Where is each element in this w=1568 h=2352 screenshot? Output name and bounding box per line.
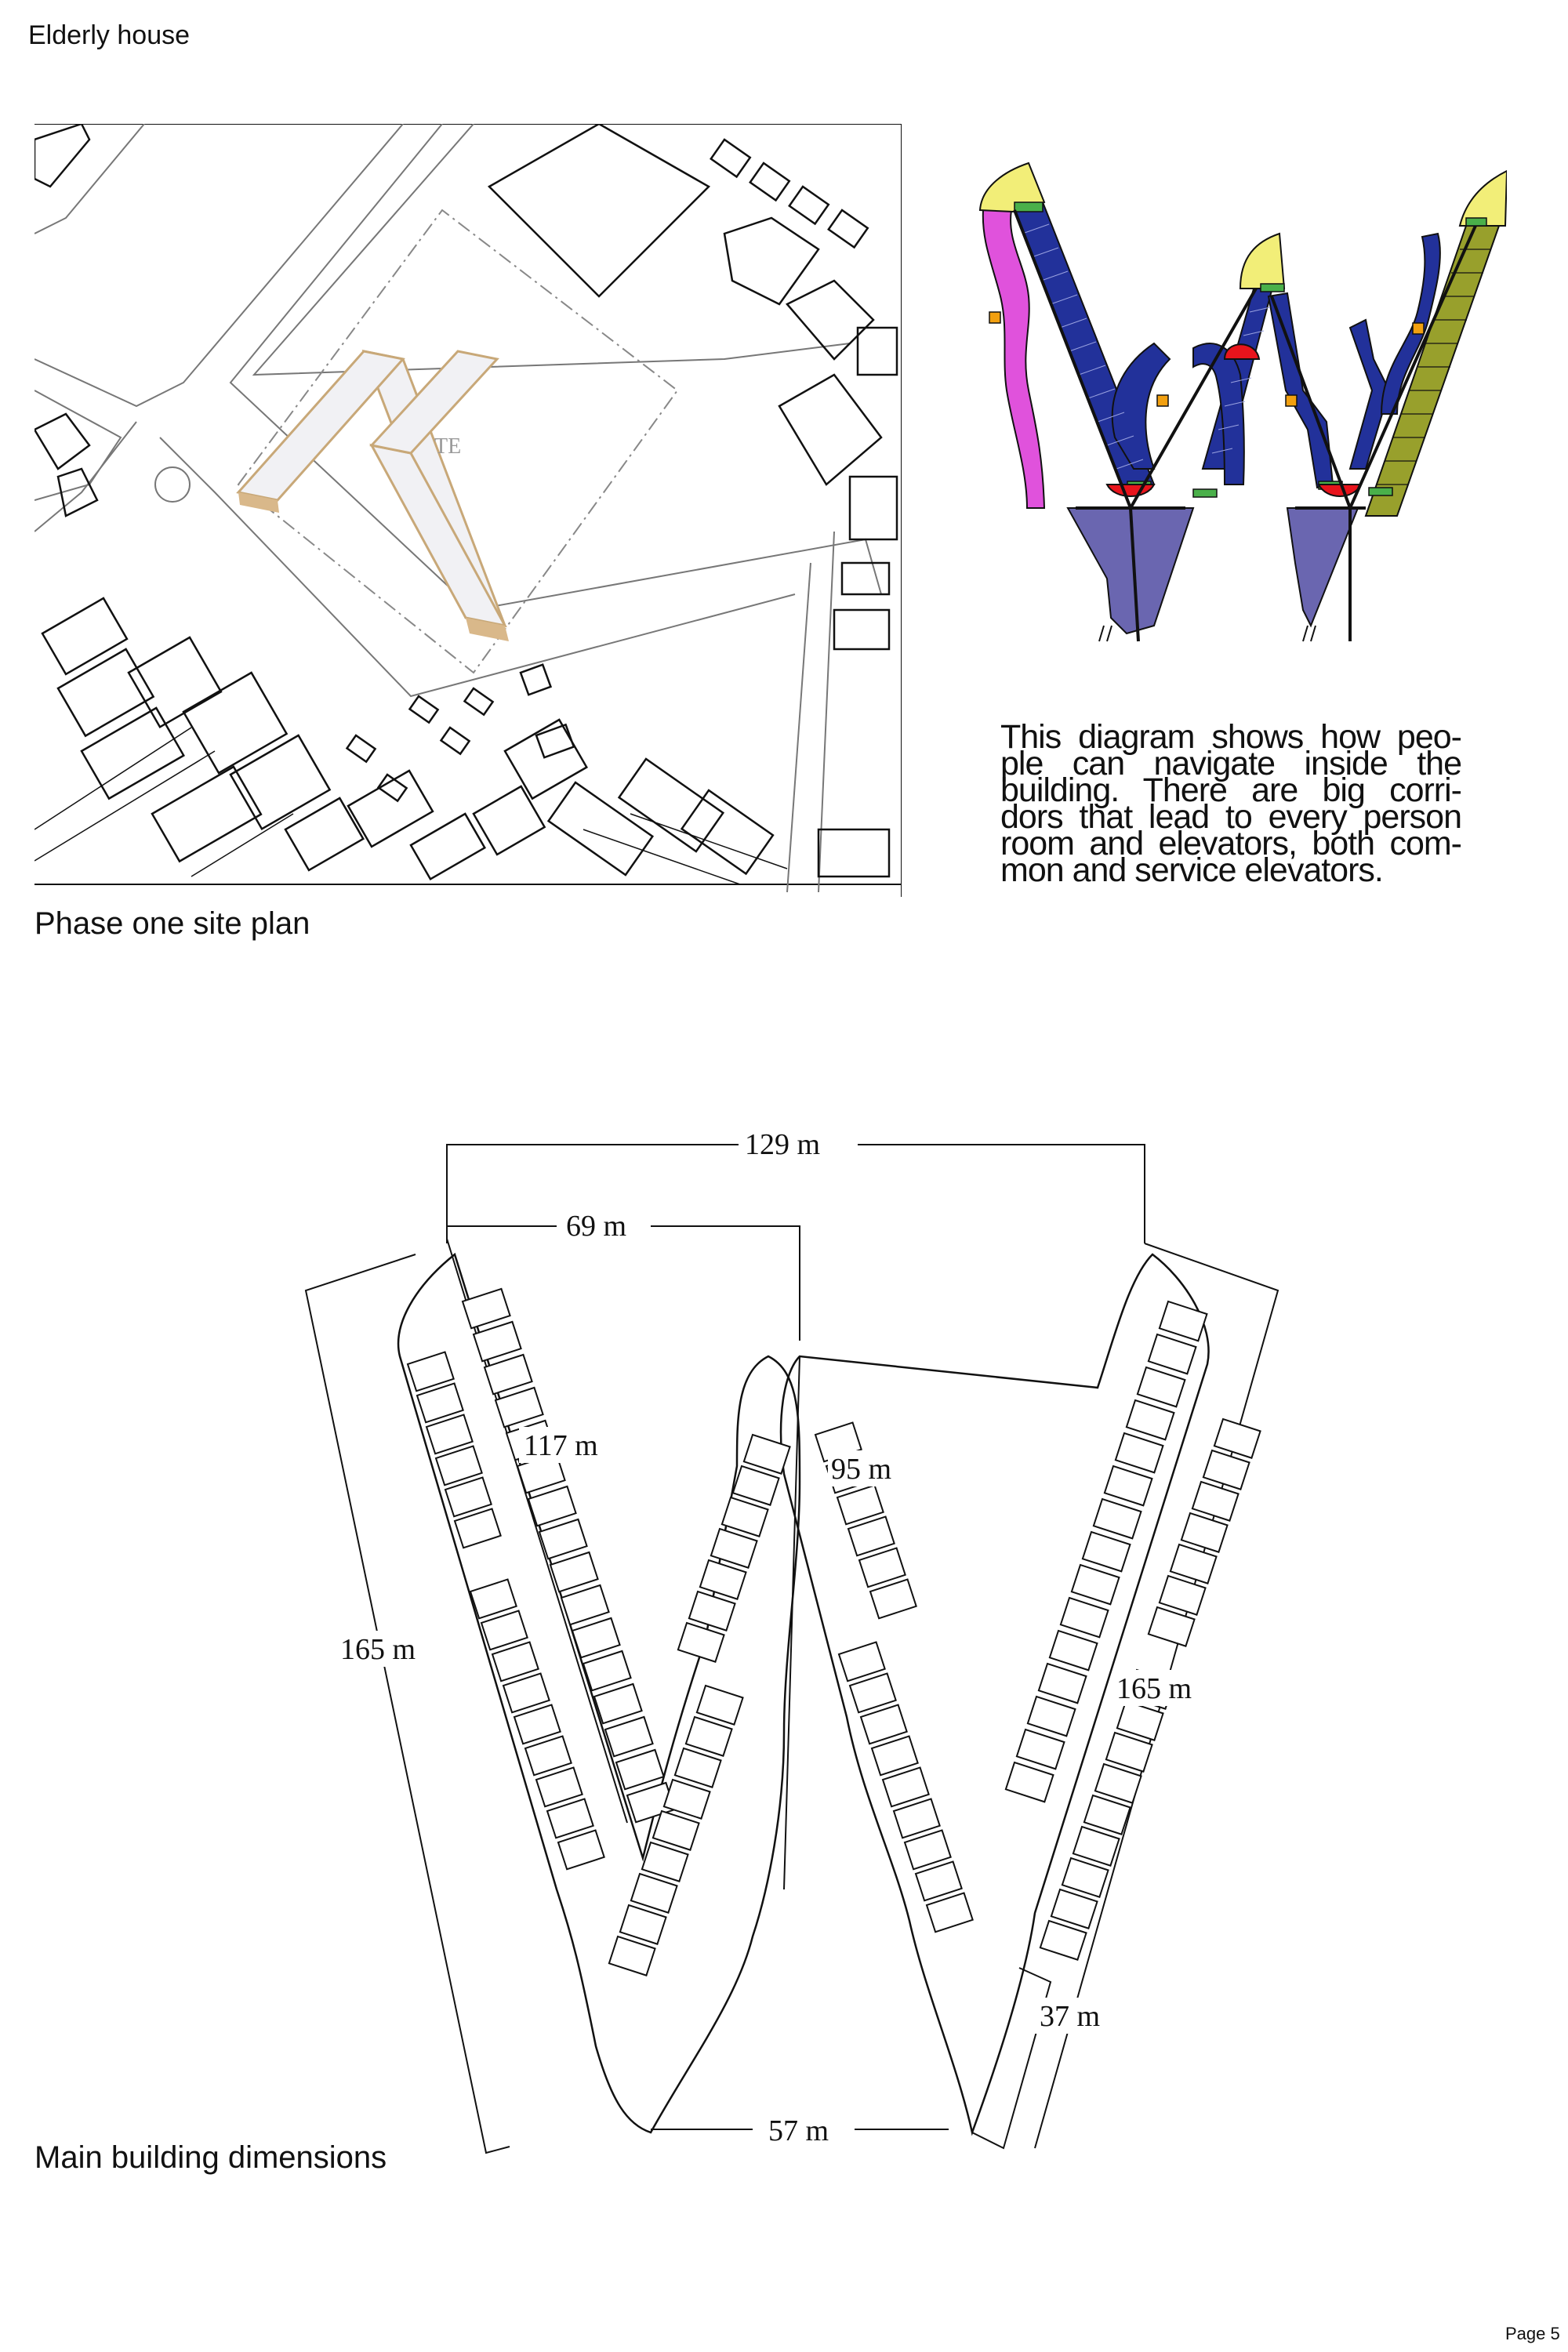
- room-strip-4: [1267, 292, 1334, 489]
- room-strip-2: [1111, 342, 1171, 470]
- magenta-corridor: [982, 209, 1046, 509]
- room-strip-6: [1348, 318, 1391, 470]
- room-rows: [406, 1287, 1261, 1976]
- dim-95: 95 m: [831, 1453, 891, 1486]
- building-dimensions-drawing: 129 m 69 m 117 m 95 m 165 m 165 m 57 m 3…: [304, 1126, 1279, 2154]
- site-plan-faint-label: TE: [434, 434, 461, 459]
- elevator-1: [1105, 484, 1156, 497]
- dim-165-right: 165 m: [1116, 1672, 1192, 1705]
- navigation-description: This diagram shows how peo- ple can navi…: [1000, 718, 1462, 889]
- lobby-1: [978, 162, 1046, 213]
- room-strip-7: [1380, 232, 1441, 415]
- dimensions-caption: Main building dimensions: [34, 2140, 387, 2175]
- document-title: Elderly house: [28, 20, 191, 50]
- right-lobby-hall: [1286, 507, 1359, 628]
- elevator-2: [1223, 343, 1261, 360]
- dim-57: 57 m: [768, 2114, 829, 2147]
- navigation-diagram: [978, 162, 1507, 642]
- dim-117: 117 m: [524, 1429, 598, 1462]
- dim-69: 69 m: [566, 1210, 626, 1243]
- dim-37: 37 m: [1040, 2000, 1100, 2033]
- page-number: Page 5: [1505, 2324, 1560, 2343]
- dim-129: 129 m: [745, 1128, 820, 1161]
- dim-165-left: 165 m: [340, 1633, 416, 1666]
- site-plan-caption: Phase one site plan: [34, 906, 310, 941]
- site-plan-drawing: TE: [34, 124, 902, 897]
- lobby-2: [1239, 232, 1286, 289]
- lobby-3: [1458, 169, 1507, 227]
- left-lobby-hall: [1066, 507, 1195, 635]
